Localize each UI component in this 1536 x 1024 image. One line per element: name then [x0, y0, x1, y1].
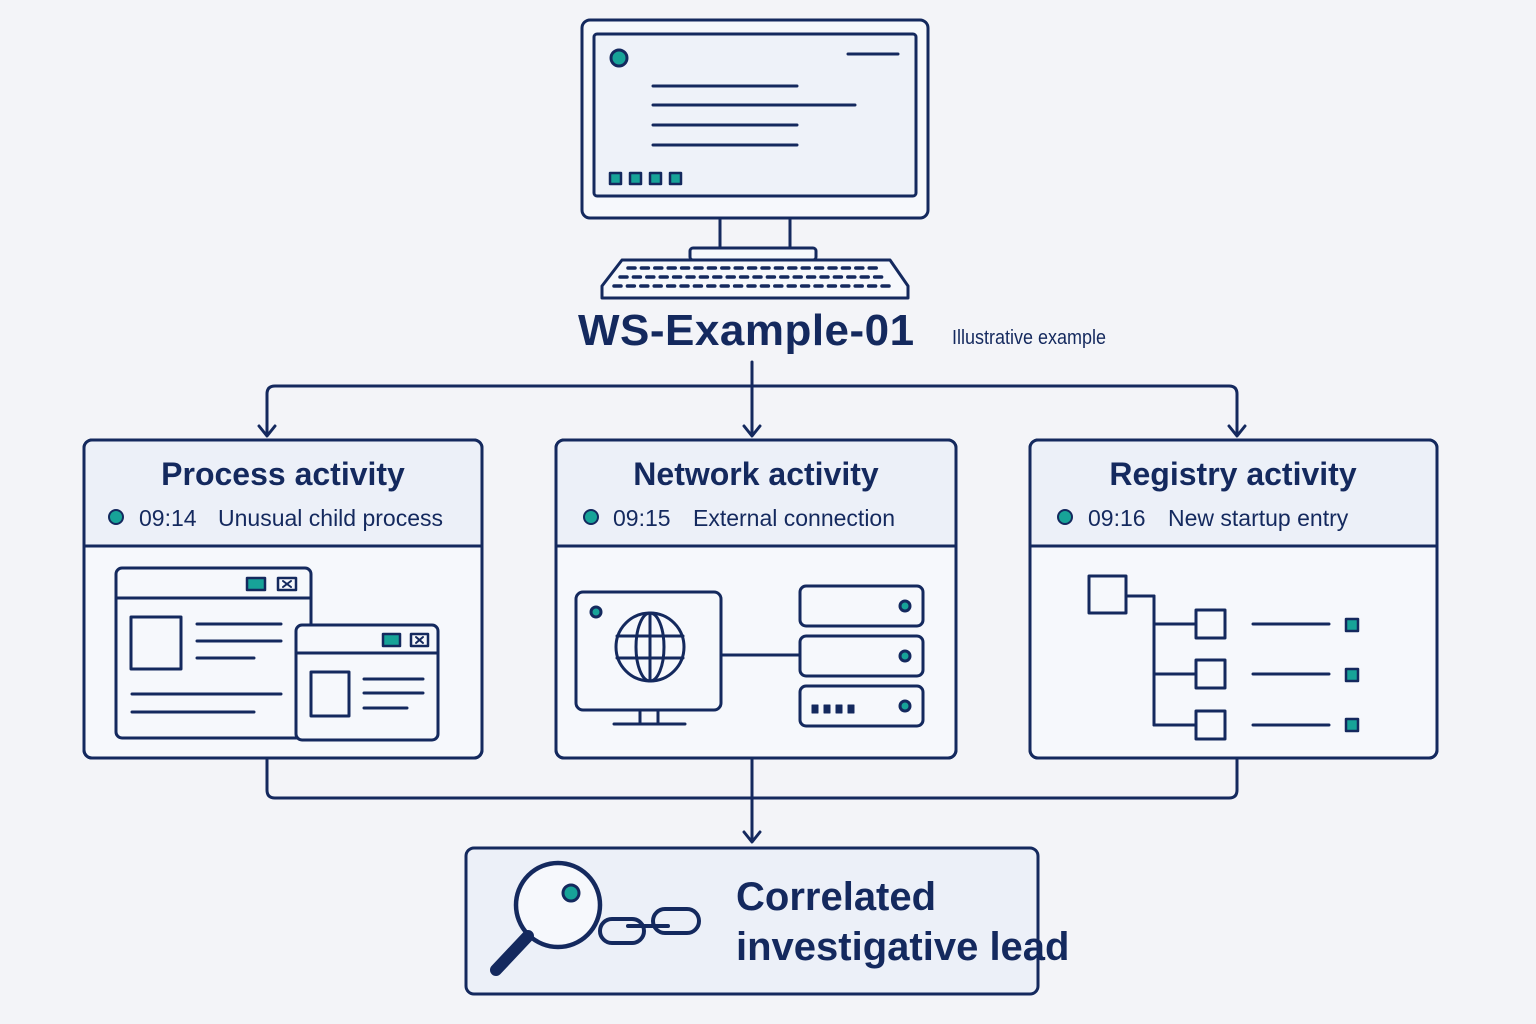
- monitor-icon: [580, 18, 930, 262]
- status-dot: [108, 509, 124, 525]
- host-name: WS-Example-01: [578, 306, 915, 355]
- event-desc-process: Unusual child process: [218, 505, 444, 531]
- status-dot: [583, 509, 599, 525]
- event-time-registry: 09:16: [1088, 505, 1146, 531]
- windows-icon: [114, 566, 440, 742]
- card-title-process: Process activity: [161, 456, 405, 492]
- result-title-line2: investigative lead: [736, 925, 1070, 969]
- keyboard-icon: [600, 258, 910, 300]
- card-registry-activity: [1028, 438, 1439, 760]
- event-desc-network: External connection: [693, 505, 896, 531]
- card-title-registry: Registry activity: [1109, 456, 1357, 492]
- illustrative-note: Illustrative example: [952, 327, 1107, 349]
- event-desc-registry: New startup entry: [1168, 505, 1349, 531]
- result-box: [464, 846, 1040, 996]
- magnifier-icon: [490, 860, 603, 976]
- event-time-network: 09:15: [613, 505, 671, 531]
- globe-monitor-icon: [574, 590, 723, 726]
- result-title-line1: Correlated: [736, 875, 937, 919]
- connectors: [257, 360, 1247, 844]
- server-icon: [798, 584, 925, 728]
- registry-tree-icon: [1087, 574, 1360, 741]
- chain-link-icon: [598, 907, 701, 945]
- event-time-process: 09:14: [139, 505, 197, 531]
- status-dot: [1057, 509, 1073, 525]
- card-title-network: Network activity: [633, 456, 879, 492]
